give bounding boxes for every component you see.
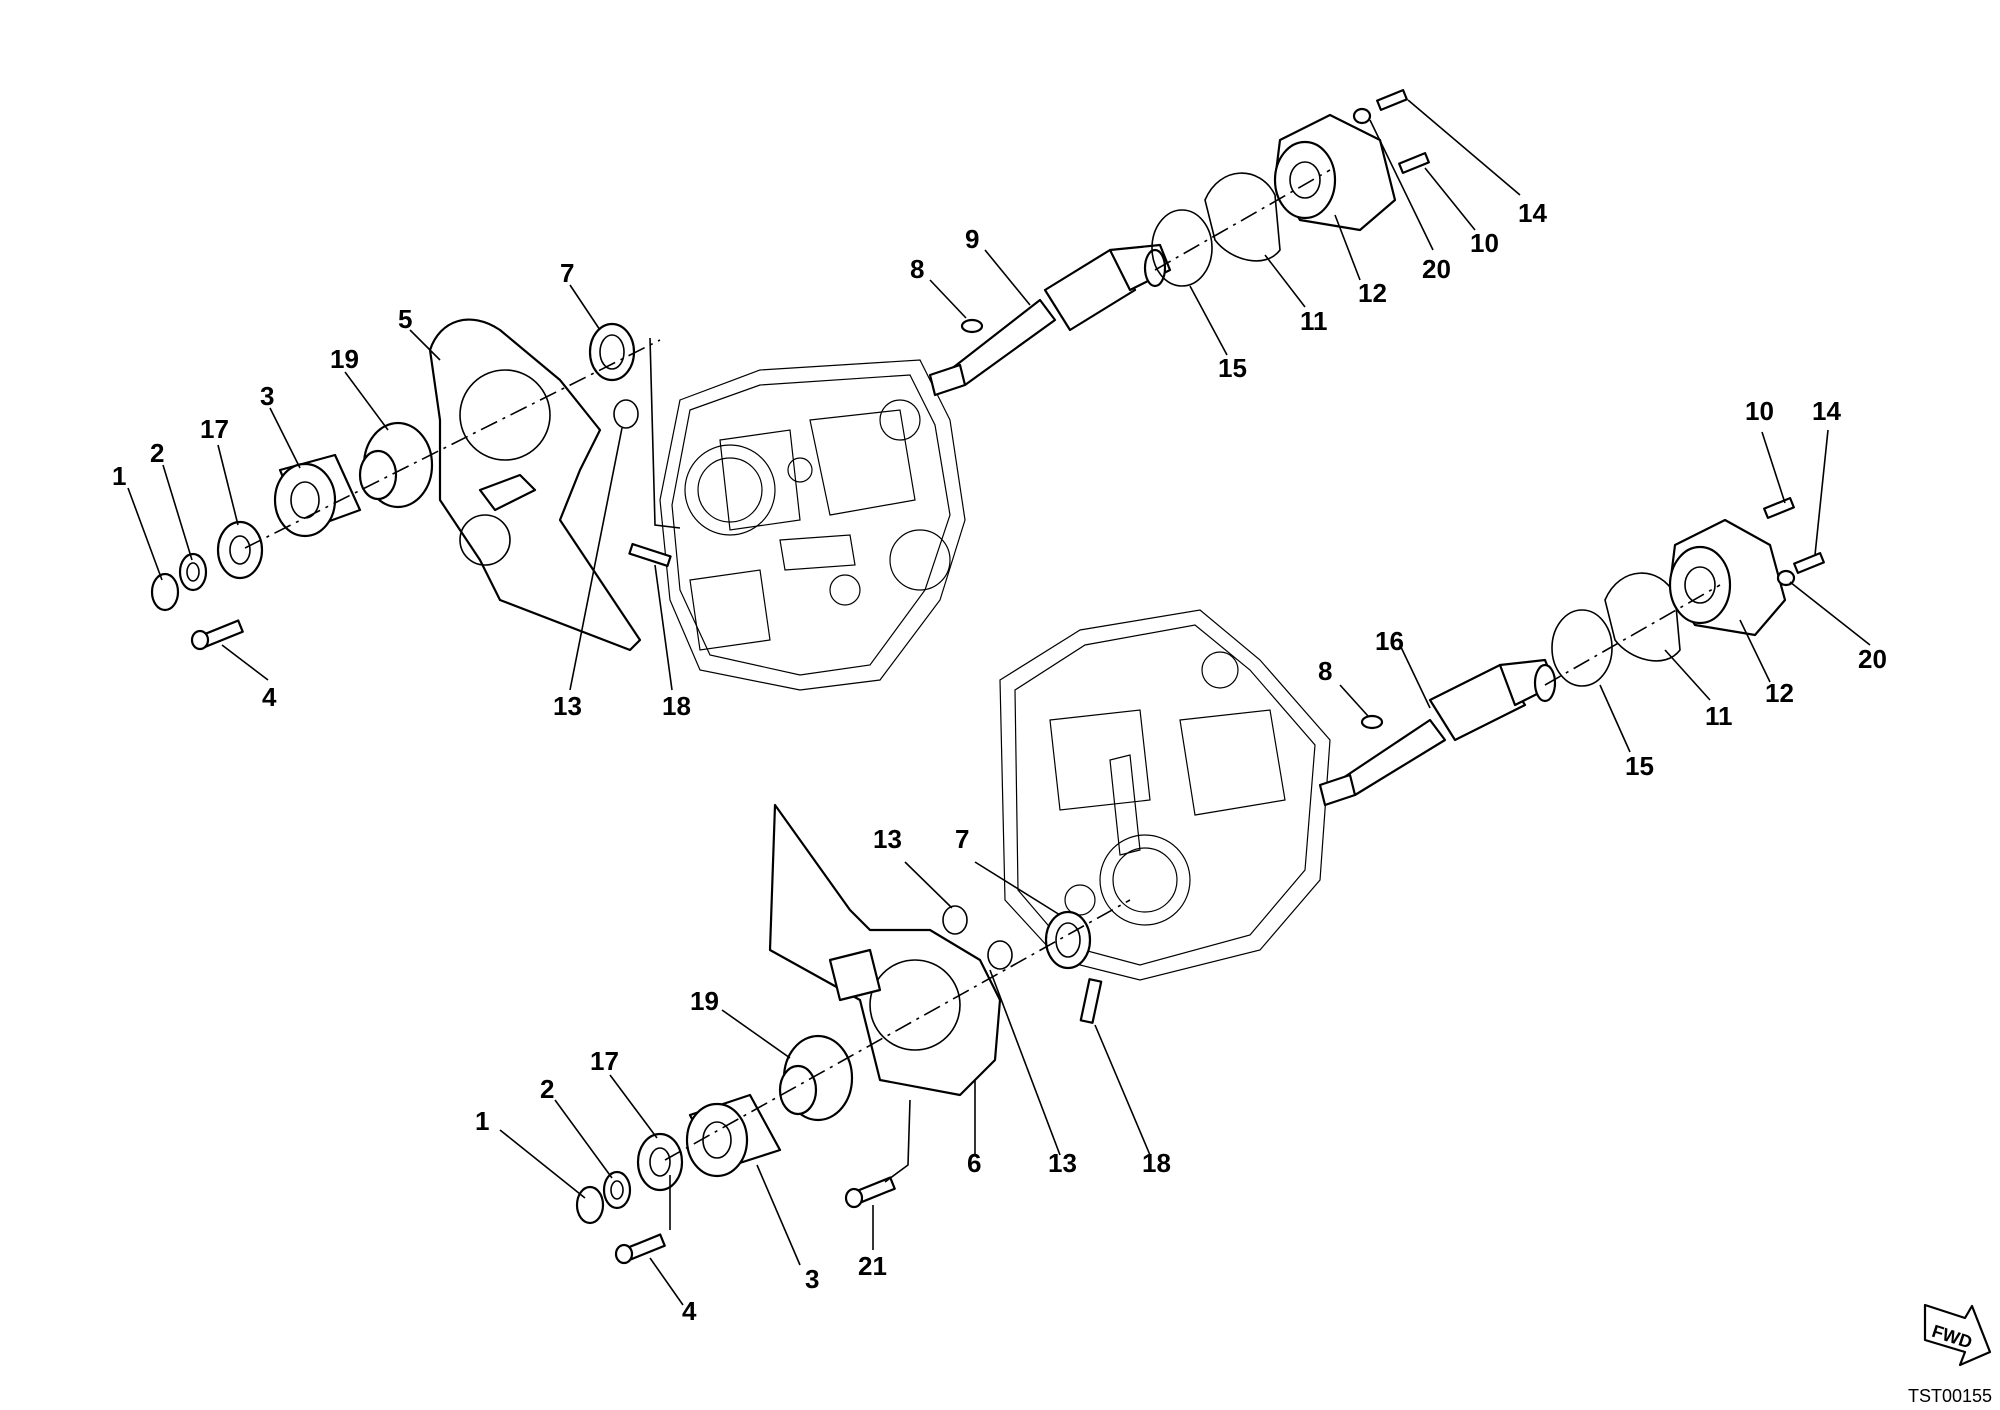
- callout-20-top: 20: [1422, 254, 1451, 284]
- pump-housing-top: [1273, 113, 1397, 232]
- callout-19-bottom: 19: [690, 986, 719, 1016]
- gasket-top: [1204, 172, 1281, 262]
- washer-2-top: [178, 552, 208, 592]
- fwd-arrow-icon: FWD: [1923, 1303, 1992, 1367]
- callout-14-top: 14: [1518, 198, 1547, 228]
- washer-20-top: [1352, 107, 1372, 125]
- shaft-right: [1318, 658, 1557, 807]
- shaft-top: [928, 243, 1172, 397]
- callout-10-right: 10: [1745, 396, 1774, 426]
- oil-seal-top: [588, 322, 636, 382]
- nut-1-top: [150, 572, 180, 612]
- pulley-bottom: [685, 1093, 782, 1178]
- bolt-4-bottom: [614, 1233, 666, 1265]
- o-ring-top: [1151, 209, 1213, 287]
- bolt-14-right: [1793, 552, 1825, 574]
- callout-17-bottom: 17: [590, 1046, 619, 1076]
- axis-lines-bottom: [664, 584, 1721, 1230]
- callouts-bottom: 1 2 17 19 3 4 13 7 6 13 18 21: [475, 824, 1171, 1326]
- callout-14-right: 14: [1812, 396, 1841, 426]
- callout-21-bottom: 21: [858, 1251, 887, 1281]
- key-8-top: [960, 318, 984, 334]
- callout-13a-bottom: 13: [873, 824, 902, 854]
- callout-7-bottom: 7: [955, 824, 969, 854]
- callout-7-top: 7: [560, 258, 574, 288]
- callout-9-top: 9: [965, 224, 979, 254]
- hub-bottom: [778, 1034, 854, 1122]
- bolt-14-top: [1376, 89, 1408, 111]
- pump-housing-right: [1668, 518, 1787, 637]
- callout-20-right: 20: [1858, 644, 1887, 674]
- washer-17-bottom: [636, 1132, 684, 1192]
- callout-12-top: 12: [1358, 278, 1387, 308]
- washer-20-right: [1776, 569, 1796, 587]
- stud-bottom: [1079, 978, 1103, 1024]
- nut-1-bottom: [575, 1185, 605, 1225]
- callout-18-top: 18: [662, 691, 691, 721]
- callout-8-right: 8: [1318, 656, 1332, 686]
- callout-12-right: 12: [1765, 678, 1794, 708]
- timing-cover-plate-top: [428, 318, 642, 652]
- stud-top: [628, 542, 672, 568]
- callout-8-top: 8: [910, 254, 924, 284]
- bolt-10-top: [1398, 152, 1430, 174]
- callout-4-bottom: 4: [682, 1296, 697, 1326]
- callout-18-bottom: 18: [1142, 1148, 1171, 1178]
- hub-top: [358, 421, 434, 509]
- o-ring-right: [1551, 609, 1613, 687]
- axis-lines-top: [244, 169, 1331, 549]
- leader-lines: [127, 99, 1871, 1306]
- washer-2-bottom: [602, 1170, 632, 1210]
- callout-11-right: 11: [1705, 701, 1733, 731]
- callout-6-bottom: 6: [967, 1148, 981, 1178]
- callout-1-top: 1: [112, 461, 126, 491]
- callout-15-right: 15: [1625, 751, 1654, 781]
- washer-17-top: [216, 520, 264, 580]
- gasket-right: [1604, 572, 1681, 662]
- bolt-21-bottom: [844, 1176, 896, 1209]
- callout-2-top: 2: [150, 438, 164, 468]
- figure-code: TST00155: [1908, 1386, 1992, 1406]
- callout-17-top: 17: [200, 414, 229, 444]
- engine-housing-top: [659, 359, 966, 691]
- circlip-top: [613, 399, 639, 429]
- callout-2-bottom: 2: [540, 1074, 554, 1104]
- callout-3-bottom: 3: [805, 1264, 819, 1294]
- callout-16-right: 16: [1375, 626, 1404, 656]
- callout-10-top: 10: [1470, 228, 1499, 258]
- timing-cover-plate-bottom: [768, 803, 1002, 1097]
- circlip-13b-bottom: [987, 940, 1013, 970]
- callout-19-top: 19: [330, 344, 359, 374]
- callout-13b-bottom: 13: [1048, 1148, 1077, 1178]
- callout-3-top: 3: [260, 381, 274, 411]
- callout-5-top: 5: [398, 304, 412, 334]
- callout-11-top: 11: [1300, 306, 1328, 336]
- bolt-4-top: [190, 619, 244, 651]
- circlip-13a-bottom: [942, 905, 968, 935]
- bolt-10-right: [1763, 497, 1795, 519]
- key-8-right: [1360, 714, 1384, 730]
- pulley-top: [273, 453, 362, 538]
- callout-4-top: 4: [262, 682, 277, 712]
- callout-1-bottom: 1: [475, 1106, 489, 1136]
- callout-15-top: 15: [1218, 353, 1247, 383]
- oil-seal-bottom: [1044, 910, 1092, 970]
- callouts-top: 1 2 17 3 19 5 7 13 18 8 9 15 11 12 20 10…: [112, 198, 1547, 721]
- callout-13-top: 13: [553, 691, 582, 721]
- callouts-right: 8 16 15 11 12 20 10 14: [1318, 396, 1887, 781]
